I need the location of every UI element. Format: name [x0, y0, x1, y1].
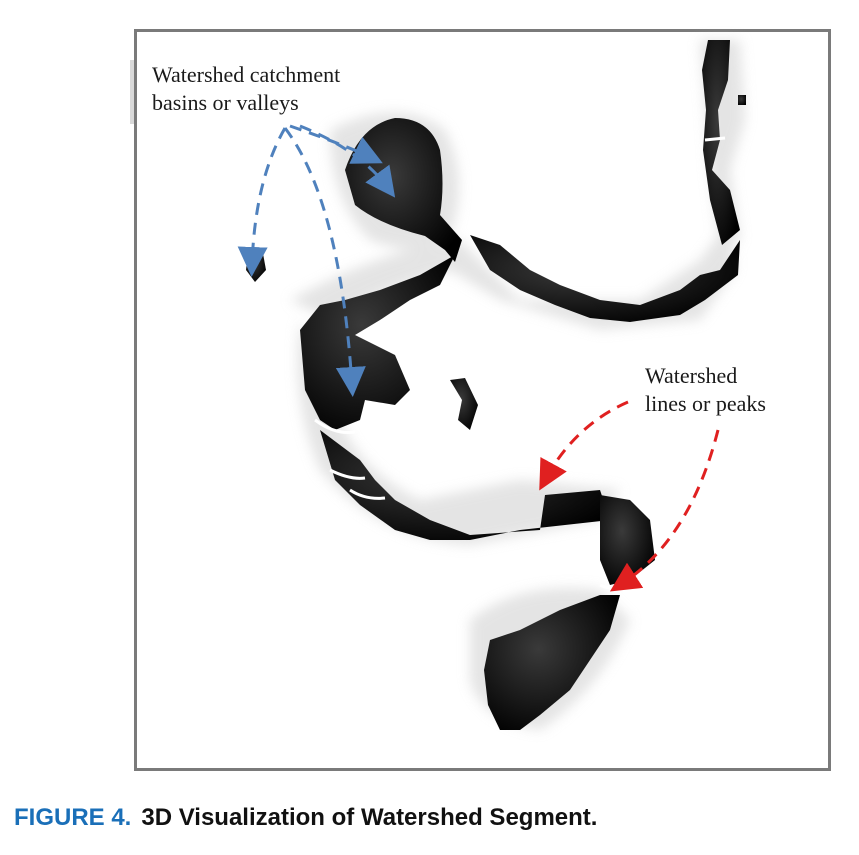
basin-left-lower [320, 430, 610, 540]
basin-right-top [470, 235, 740, 322]
figure-caption: FIGURE 4. 3D Visualization of Watershed S… [14, 804, 597, 832]
basins-label-line2: basins or valleys [152, 90, 299, 115]
basin-bottom [484, 595, 620, 730]
basin-arrow-1 [237, 127, 287, 277]
basin-arrows [237, 124, 396, 397]
basin-lower-neck [600, 495, 655, 585]
lines-label: Watershed lines or peaks [645, 362, 766, 418]
basin-small-mid [450, 378, 478, 430]
lines-label-line1: Watershed [645, 363, 738, 388]
figure-title: 3D Visualization of Watershed Segment. [141, 804, 598, 831]
basins-label: Watershed catchment basins or valleys [152, 61, 340, 117]
frame-edge-mark [130, 60, 134, 124]
basin-dot [738, 95, 746, 105]
peak-arrows [539, 400, 720, 592]
basin-right-strip [702, 40, 740, 245]
figure-number: FIGURE 4. [14, 804, 132, 831]
basin-small-left [246, 248, 266, 282]
peak-arrow-2 [609, 429, 720, 592]
peak-arrow-1 [539, 400, 629, 491]
watershed-visualization [237, 40, 746, 730]
basin-arrow-2 [283, 127, 366, 397]
basins-label-line1: Watershed catchment [152, 62, 341, 87]
lines-label-line2: lines or peaks [645, 391, 766, 416]
